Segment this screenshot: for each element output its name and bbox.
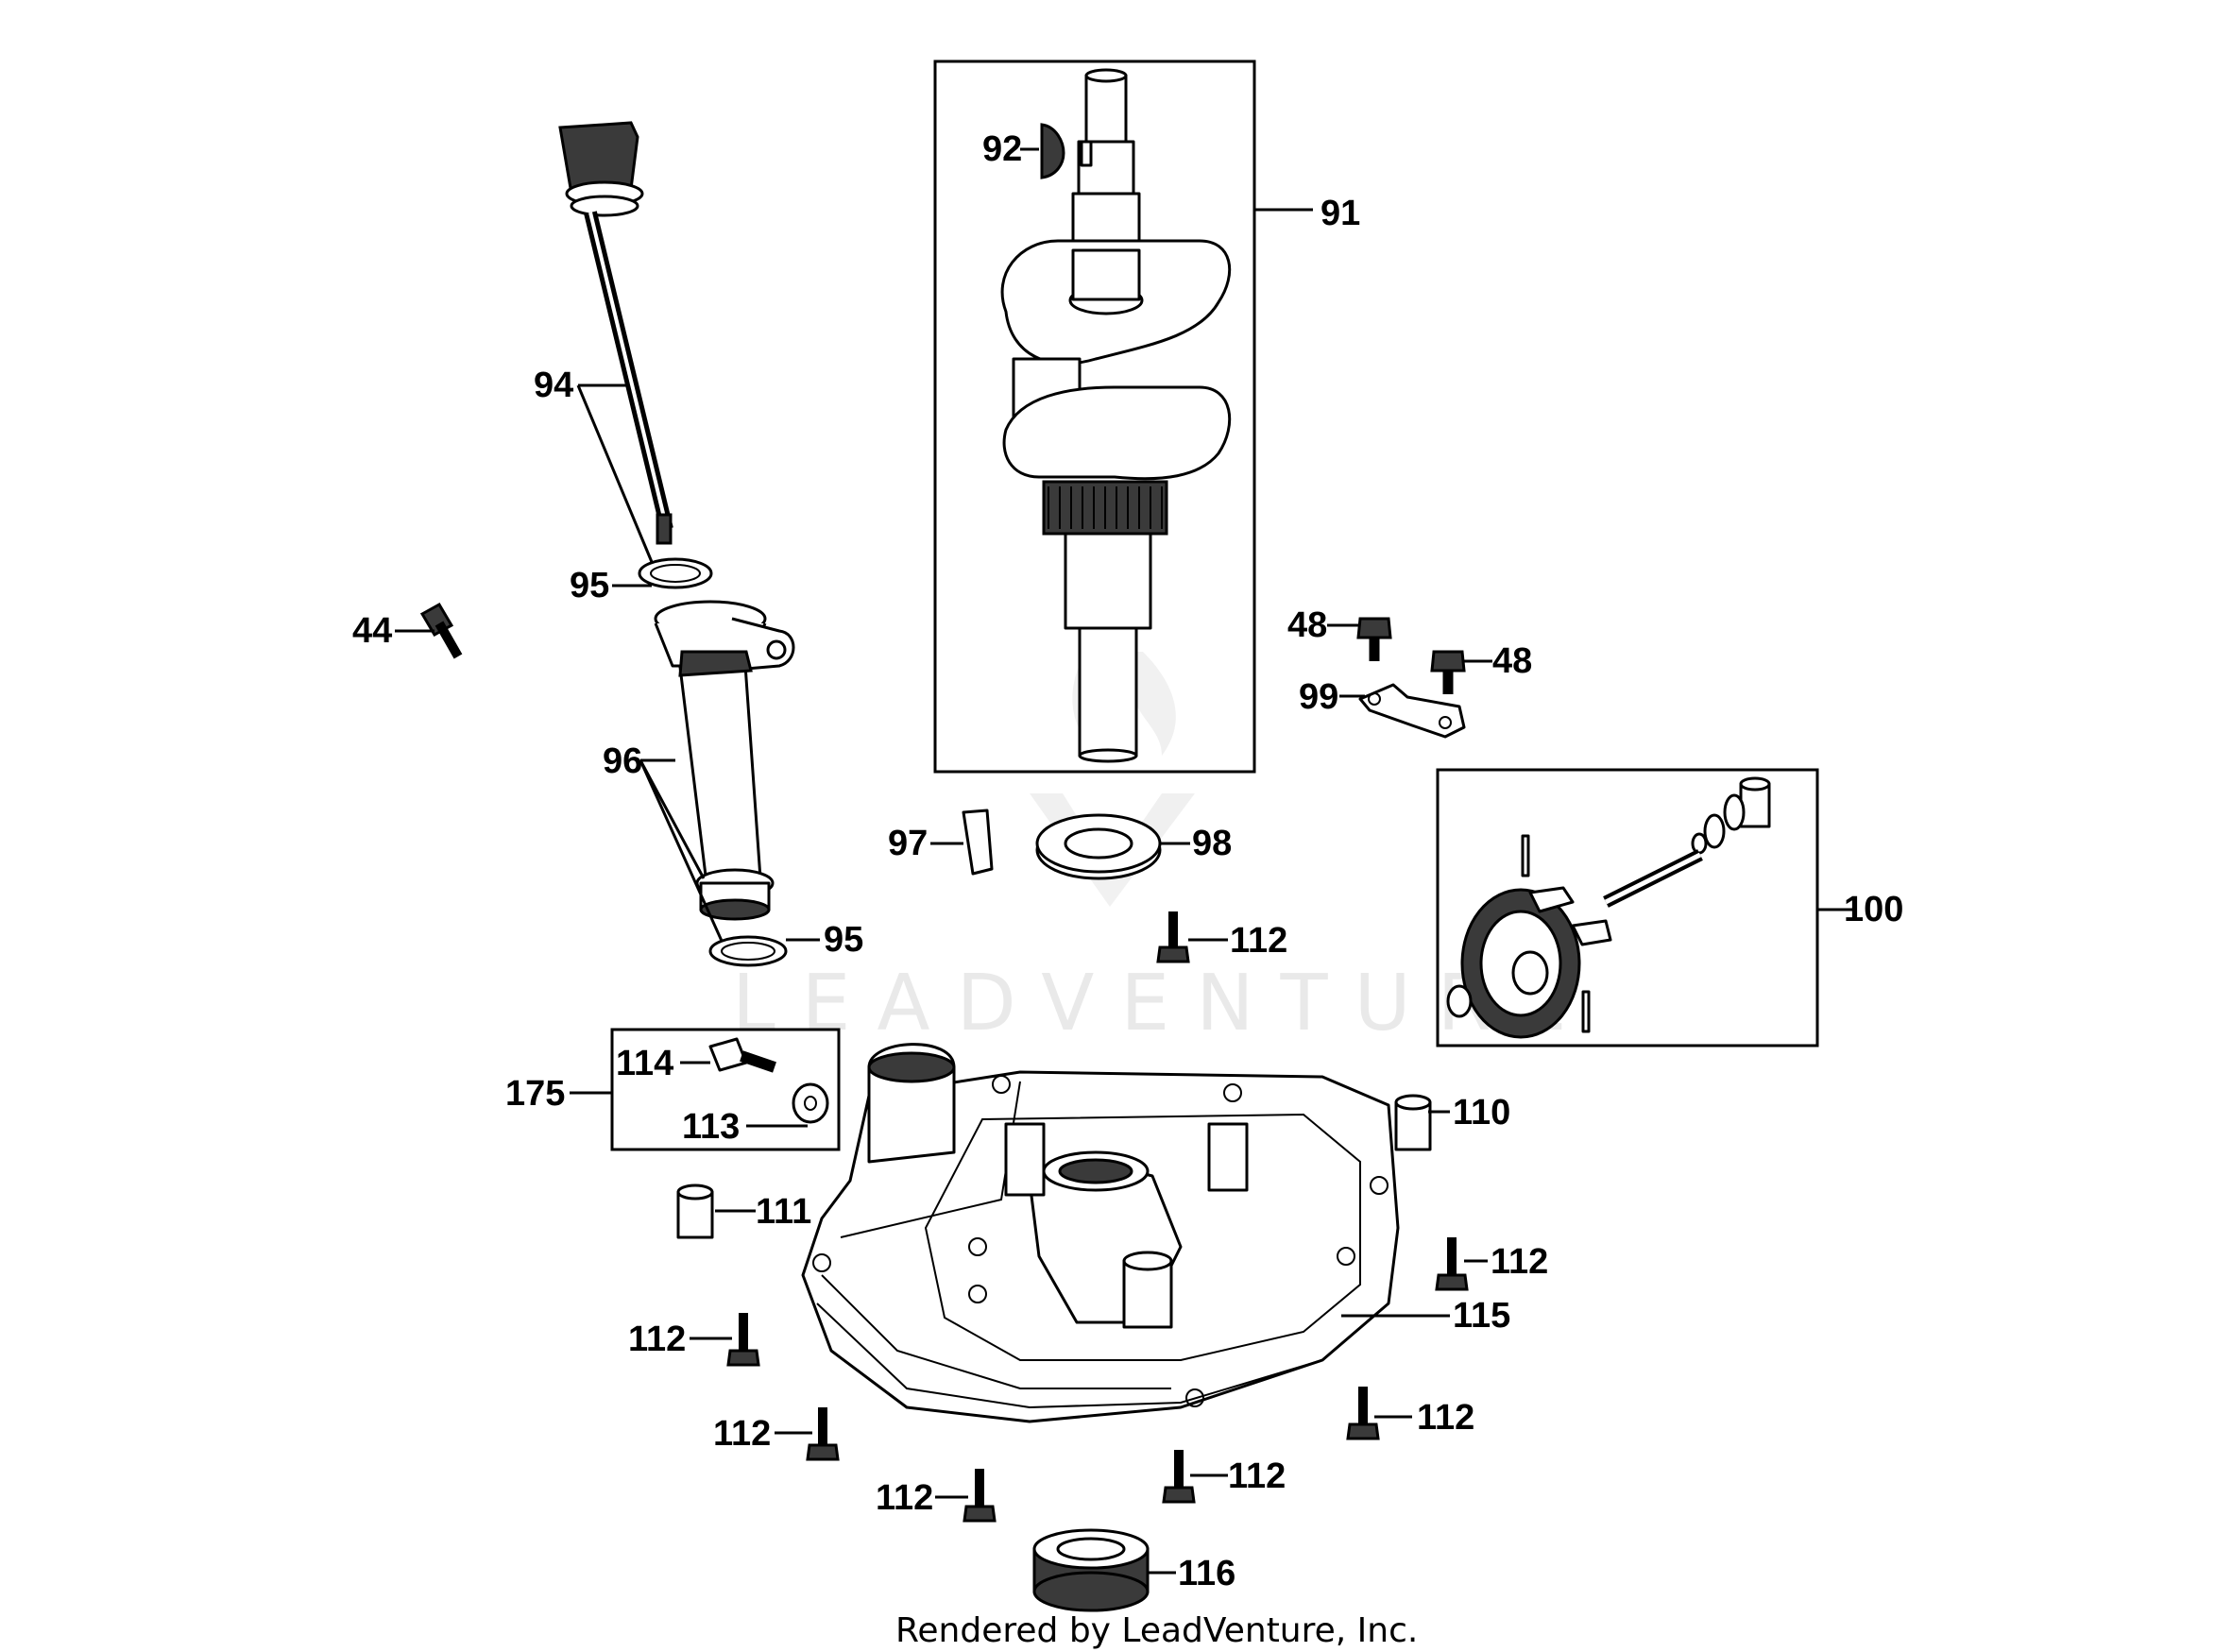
callout-94: 94	[534, 366, 573, 405]
dowel-111-icon	[676, 1184, 714, 1239]
callout-112-bottom-left: 112	[876, 1478, 933, 1518]
bolt-112-right-upper-icon	[1435, 1237, 1469, 1291]
fill-tube-icon	[654, 600, 795, 921]
oil-seal-icon	[1032, 1528, 1150, 1612]
crankshaft-assembly-box	[933, 60, 1256, 774]
callout-112-right-upper: 112	[1491, 1242, 1548, 1282]
washer-113-icon	[792, 1082, 829, 1124]
bracket-plate-icon	[1358, 683, 1466, 739]
thrust-washer-icon	[1035, 813, 1162, 880]
o-ring-lower-icon	[708, 935, 788, 967]
callout-99: 99	[1299, 677, 1338, 717]
callout-97: 97	[888, 824, 928, 863]
callout-112-bottom-center: 112	[1228, 1456, 1286, 1496]
bolt-112-bottom-center-icon	[1162, 1450, 1196, 1504]
callout-112-top: 112	[1230, 921, 1287, 961]
callout-95-upper: 95	[570, 566, 609, 605]
bolt-112-left-lower-icon	[806, 1407, 840, 1461]
woodruff-key-icon	[1040, 123, 1065, 179]
callout-48b: 48	[1492, 641, 1532, 681]
bolt-114-icon	[708, 1037, 776, 1073]
callout-100: 100	[1844, 890, 1903, 929]
governor-assembly-box	[1436, 768, 1819, 1047]
bolt-112-right-lower-icon	[1346, 1387, 1380, 1440]
dipstick-icon	[558, 121, 673, 545]
dowel-110-icon	[1394, 1094, 1432, 1151]
callout-112-right-lower: 112	[1417, 1398, 1474, 1438]
callout-112-left: 112	[628, 1320, 686, 1359]
kit-175-box	[610, 1028, 841, 1151]
callout-92: 92	[982, 129, 1022, 169]
callout-116: 116	[1178, 1554, 1235, 1593]
callout-98: 98	[1192, 824, 1232, 863]
watermark: LEADVENTURE	[732, 959, 1593, 1048]
callout-110: 110	[1453, 1093, 1510, 1133]
callout-115: 115	[1453, 1296, 1510, 1336]
callout-91: 91	[1320, 194, 1360, 233]
callout-112-left-lower: 112	[713, 1414, 771, 1454]
bolt-44-icon	[419, 602, 463, 659]
bolt-112-left-icon	[726, 1313, 760, 1367]
callout-113: 113	[682, 1107, 740, 1147]
governor-gear-icon	[1446, 776, 1771, 1039]
bolt-112-bottom-left-icon	[963, 1469, 997, 1523]
callout-96: 96	[603, 741, 642, 781]
crankcase-cover-icon	[801, 1043, 1400, 1423]
callout-95-lower: 95	[824, 920, 863, 960]
o-ring-upper-icon	[638, 557, 713, 589]
bolt-112-top-icon	[1156, 911, 1190, 963]
callout-111: 111	[756, 1192, 811, 1232]
crankshaft-icon	[1000, 68, 1232, 763]
footer-credit: Rendered by LeadVenture, Inc.	[895, 1611, 1418, 1650]
callout-114: 114	[616, 1044, 673, 1083]
callout-175: 175	[505, 1074, 565, 1114]
key-97-icon	[962, 809, 994, 876]
callout-44: 44	[352, 611, 392, 651]
callout-48a: 48	[1287, 605, 1327, 645]
bolt-48b-icon	[1430, 650, 1466, 694]
bolt-48a-icon	[1356, 617, 1392, 661]
